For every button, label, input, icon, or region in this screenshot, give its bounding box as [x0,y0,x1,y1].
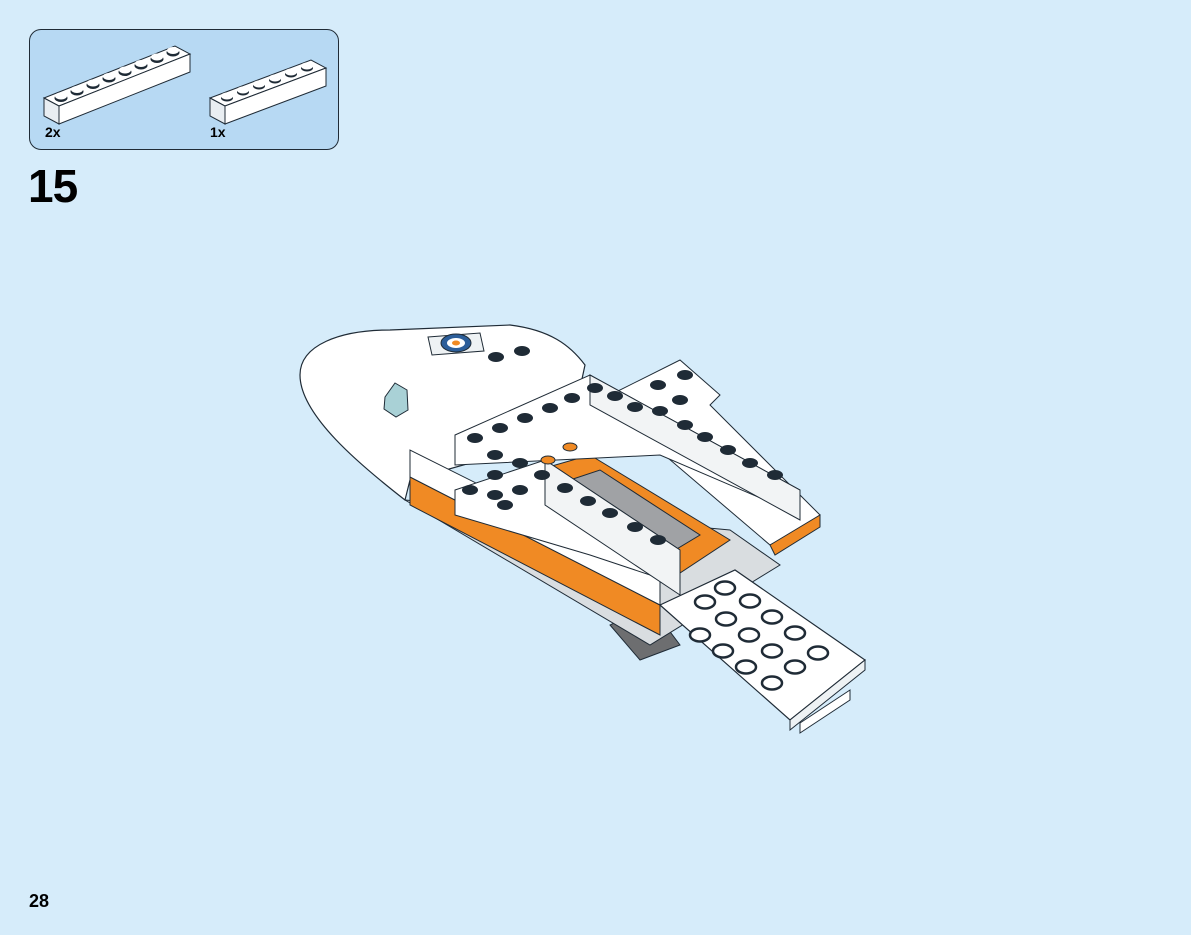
step-number: 15 [28,163,77,209]
part-quantity: 1x [210,124,226,140]
parts-callout-box: 2x 1x [29,29,339,150]
shuttle-model-illustration [280,305,880,735]
white-brick-1x8-icon [42,40,194,128]
shuttle-logo-icon [428,333,484,355]
part-quantity: 2x [45,124,61,140]
white-brick-1x6-icon [208,56,330,128]
page-number: 28 [29,891,49,912]
